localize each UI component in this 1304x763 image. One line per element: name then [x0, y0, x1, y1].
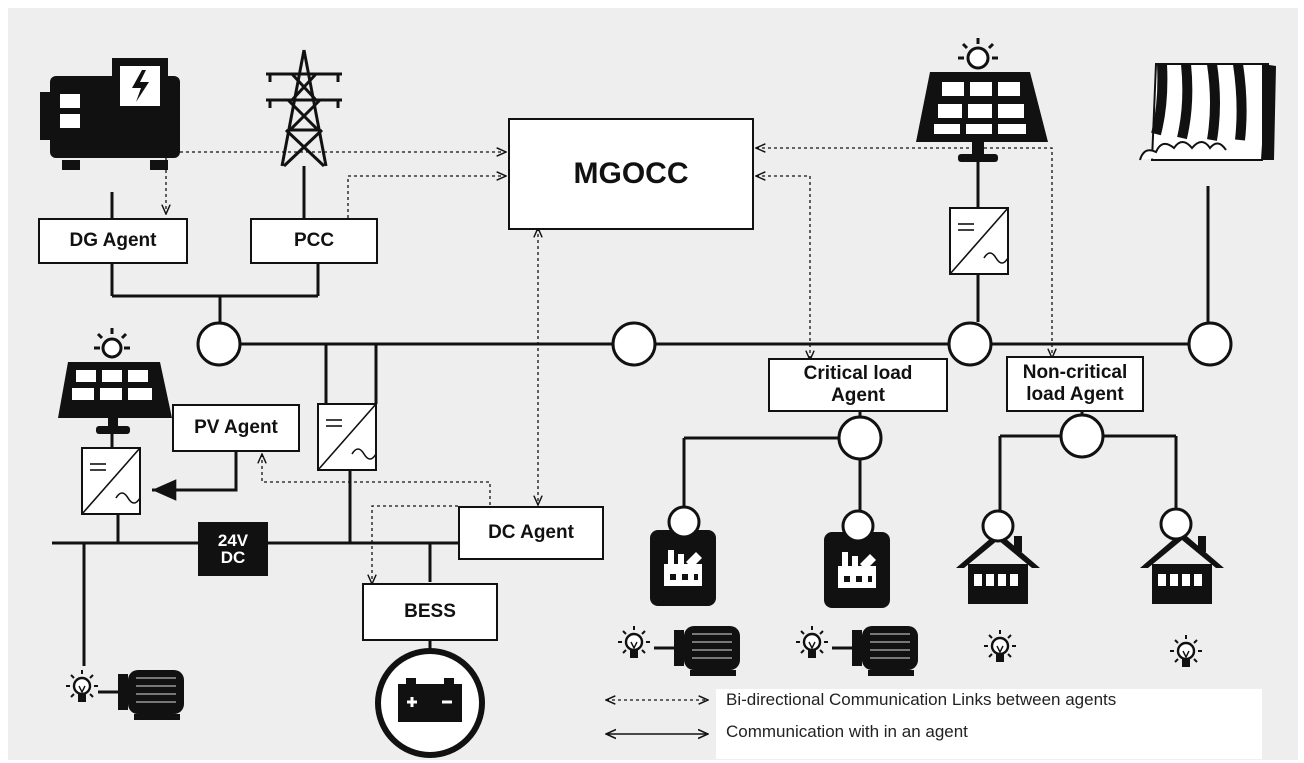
critical-load-agent-label: Critical load Agent	[803, 363, 913, 406]
mgocc-label: MGOCC	[573, 157, 689, 190]
mgocc-box: MGOCC	[508, 118, 754, 230]
bulb-icon-4	[982, 628, 1018, 664]
dc-bus-voltage-tag: 24V DC	[198, 522, 268, 576]
noncritical-load-agent-label: Non-critical load Agent	[1022, 362, 1128, 405]
inverter-icon-solar	[949, 207, 1009, 275]
noncritical-load-agent-box: Non-critical load Agent	[1006, 356, 1144, 412]
bulb-icon-5	[1168, 633, 1204, 669]
dg-agent-box: DG Agent	[38, 218, 188, 264]
motor-icon-2	[652, 624, 742, 678]
converter-icon-dc-link	[317, 403, 377, 471]
pv-agent-control-arrow	[152, 452, 238, 501]
transmission-tower-icon	[266, 49, 342, 168]
hydro-plant-icon	[1139, 63, 1276, 161]
dc-bus-voltage-label: 24V DC	[217, 531, 249, 567]
bess-box: BESS	[362, 583, 498, 641]
converter-icon-pv	[81, 447, 141, 515]
bulb-icon-1	[64, 668, 100, 704]
solar-panel-icon-top	[916, 38, 1048, 162]
pv-agent-label: PV Agent	[194, 417, 278, 438]
solar-panel-icon-left	[58, 328, 172, 434]
motor-icon-3	[830, 624, 920, 678]
house-load-icon-2	[1140, 532, 1224, 604]
dc-agent-label: DC Agent	[488, 522, 574, 543]
legend-solid-label: Communication with in an agent	[726, 722, 968, 741]
legend-dotted-label: Bi-directional Communication Links betwe…	[726, 690, 1117, 709]
factory-load-icon-1	[650, 530, 716, 606]
battery-icon	[375, 648, 485, 758]
bulb-icon-3	[794, 624, 830, 660]
dg-agent-label: DG Agent	[69, 230, 157, 251]
bulb-icon-2	[616, 624, 652, 660]
power-lines	[52, 162, 1210, 734]
bess-label: BESS	[404, 601, 456, 622]
legend	[716, 689, 1262, 759]
house-load-icon-1	[956, 532, 1040, 604]
pcc-box: PCC	[250, 218, 378, 264]
communication-links	[166, 148, 1052, 700]
factory-load-icon-2	[824, 532, 890, 608]
motor-icon-1	[96, 668, 186, 722]
pv-agent-box: PV Agent	[172, 404, 300, 452]
diesel-generator-icon	[40, 58, 180, 170]
pcc-label: PCC	[293, 230, 335, 251]
dc-agent-box: DC Agent	[458, 506, 604, 560]
critical-load-agent-box: Critical load Agent	[768, 358, 948, 412]
